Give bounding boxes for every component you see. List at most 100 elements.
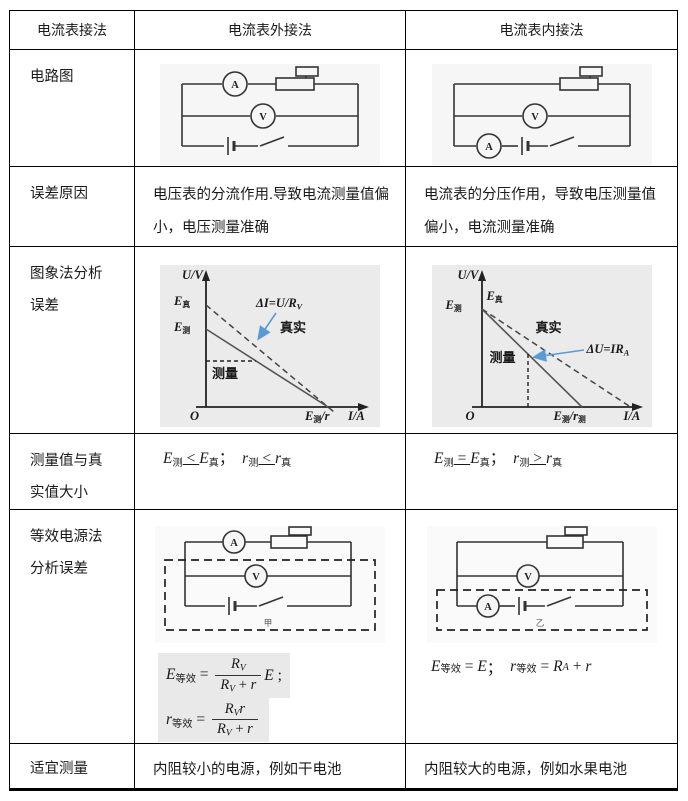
label-suitable: 适宜测量 — [9, 743, 135, 791]
circuit-diagram-external: A V — [160, 64, 380, 165]
ammeter-methods-table: 电流表接法 电流表外接法 电流表内接法 电路图 — [9, 10, 678, 791]
error-internal-text: 电流表的分压作用，导致电压测量值偏小，电流测量准确 — [405, 166, 678, 247]
circuit-wires-internal — [452, 66, 631, 155]
suitable-internal-text: 内阻较大的电源，例如水果电池 — [405, 743, 678, 791]
e-measured-label: E测 — [445, 297, 462, 313]
rheostat-body — [270, 535, 308, 550]
label-compare-line2: 实值大小 — [30, 484, 88, 501]
e-true-label: E真 — [174, 293, 191, 309]
circuit-diagram-internal: V A — [431, 64, 652, 165]
error-external-text: 电压表的分流作用.导致电流测量值偏小，电压测量准确 — [134, 166, 406, 247]
header-row: 电流表接法 电流表外接法 电流表内接法 — [9, 10, 678, 50]
circuit-external-cell: A V — [134, 49, 406, 167]
rheostat-slider — [295, 66, 319, 77]
ammeter-letter: A — [230, 538, 238, 549]
label-graph-analysis: 图象法分析 误差 — [9, 245, 135, 434]
ammeter-symbol — [475, 133, 502, 159]
label-equivalent-line1: 等效电源法 — [30, 529, 103, 546]
delta-u-arrow — [531, 348, 584, 362]
x-axis-label: I/A — [348, 408, 365, 423]
voltmeter-symbol — [250, 103, 276, 129]
compare-internal: E测 = E真； r测 > r真 — [405, 432, 678, 511]
suitable-row: 适宜测量 内阻较小的电源，例如干电池 内阻较大的电源，例如水果电池 — [9, 743, 678, 791]
equivalent-source-dashed-box — [164, 559, 376, 632]
rheostat-slider — [563, 526, 588, 537]
compare-external: E测 < E真； r测 < r真 — [134, 432, 406, 511]
y-axis-label: U/V — [182, 267, 203, 282]
equivalent-external-cell: A V 甲 E等效 = RV RV + r E ; — [134, 509, 406, 745]
equivalent-circuit-internal: V A 乙 — [426, 526, 657, 644]
equivalent-circuit-external: A V 甲 — [155, 526, 385, 644]
graph-row: 图象法分析 误差 — [9, 245, 678, 434]
header-internal: 电流表内接法 — [405, 10, 678, 50]
switch-blade — [258, 596, 284, 608]
emf-equivalent-equation: E等效 = RV RV + r E ; — [158, 653, 290, 698]
voltmeter-letter: V — [531, 112, 539, 123]
label-graph-line2: 误差 — [30, 297, 59, 314]
x-axis-label: I/A — [623, 408, 641, 423]
y-axis-label: U/V — [457, 267, 479, 282]
header-external: 电流表外接法 — [134, 10, 406, 50]
circuit-wires — [455, 526, 624, 616]
header-method: 电流表接法 — [9, 10, 135, 50]
voltmeter-symbol — [515, 564, 540, 589]
circuit-row: 电路图 — [9, 49, 678, 167]
fraction: RVr RV + r — [212, 701, 258, 739]
origin-label: O — [190, 408, 200, 423]
circuit-internal-cell: V A — [405, 49, 678, 167]
voltmeter-letter: V — [524, 572, 532, 583]
graph-external: U/V E真 E测 ΔI=U/RV 真实 测量 O E测/r I/A — [160, 264, 380, 427]
axes — [471, 269, 643, 411]
e-true-label: E真 — [486, 288, 503, 304]
e-measured-label: E测 — [174, 319, 191, 335]
ammeter-symbol — [222, 71, 248, 97]
ammeter-letter: A — [231, 80, 239, 91]
voltmeter-symbol — [521, 103, 548, 129]
delta-u-annotation: ΔU=IRA — [586, 341, 630, 357]
true-line-label: 真实 — [280, 319, 307, 335]
suitable-external-text: 内阻较小的电源，例如干电池 — [134, 743, 406, 791]
label-error: 误差原因 — [9, 166, 135, 247]
equivalent-source-dashed-box — [435, 589, 648, 632]
equivalent-formula-external: E等效 = RV RV + r E ; r等效 = RVr RV + r — [158, 653, 404, 743]
r-equivalent-equation: r等效 = RVr RV + r — [158, 697, 269, 743]
label-equivalent-line2: 分析误差 — [30, 561, 88, 578]
label-compare: 测量值与真 实值大小 — [9, 432, 135, 511]
equivalent-source-row: 等效电源法 分析误差 — [9, 509, 678, 745]
equivalent-box-label: 甲 — [264, 618, 273, 628]
true-line-label: 真实 — [535, 319, 562, 335]
label-compare-line1: 测量值与真 — [30, 452, 103, 469]
ammeter-symbol — [475, 594, 500, 619]
voltmeter-symbol — [244, 564, 268, 589]
x-intercept-label: E测/r测 — [553, 408, 586, 424]
rheostat-body — [558, 77, 599, 91]
ammeter-letter: A — [484, 602, 492, 613]
graph-internal-cell: U/V E测 E真 真实 测量 ΔU=IRA O E测/r测 I/A — [405, 245, 678, 434]
equivalent-box-label: 乙 — [535, 618, 544, 628]
rheostat-body — [275, 77, 315, 91]
label-equivalent: 等效电源法 分析误差 — [9, 509, 135, 745]
switch-blade — [546, 596, 571, 608]
switch-blade — [259, 136, 285, 147]
ammeter-symbol — [222, 530, 246, 555]
voltmeter-letter: V — [259, 112, 267, 123]
origin-label: O — [465, 408, 475, 423]
label-graph-line1: 图象法分析 — [30, 265, 103, 282]
measured-line-label: 测量 — [489, 349, 516, 365]
fraction: RV RV + r — [215, 656, 262, 695]
delta-i-arrow — [257, 312, 277, 341]
x-intercept-label: E测/r — [305, 408, 330, 424]
delta-i-annotation: ΔI=U/RV — [256, 295, 303, 311]
axes — [196, 269, 369, 411]
circuit-wires — [184, 526, 352, 616]
label-circuit: 电路图 — [9, 49, 135, 167]
measured-line-solid — [205, 328, 329, 408]
graph-internal: U/V E测 E真 真实 测量 ΔU=IRA O E测/r测 I/A — [431, 264, 652, 427]
true-line-dashed — [205, 304, 335, 413]
switch-blade — [549, 136, 574, 147]
circuit-wires-external — [181, 66, 359, 155]
